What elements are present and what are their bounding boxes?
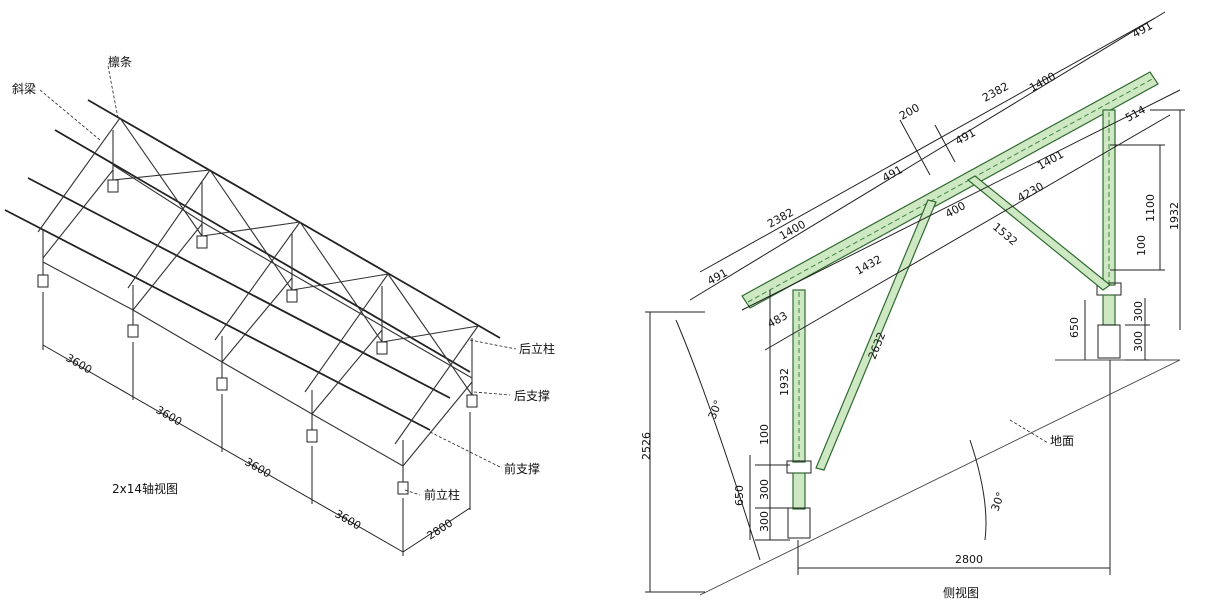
side-rear-brace: [966, 175, 1111, 291]
rear-posts: [112, 130, 473, 395]
dim-491-mid: 491: [953, 126, 978, 148]
dim-top-491: 491: [1130, 19, 1155, 41]
dim-514: 514: [1123, 103, 1148, 125]
isometric-view: 檩条 斜梁 后立柱 后支撑 前支撑 前立柱 3600 3600 3600 360…: [4, 54, 555, 556]
dim-100-right: 100: [1135, 235, 1148, 256]
dim-100-left: 100: [758, 424, 771, 445]
dim-300-right-a: 300: [1132, 301, 1145, 322]
dim-400: 400: [943, 199, 968, 221]
dim-span-2: 3600: [154, 403, 185, 428]
dim-1932-right: 1932: [1168, 202, 1181, 230]
purlin-4: [4, 209, 431, 431]
dim-491-mid2: 491: [880, 163, 905, 185]
side-rear-foundation: [1097, 324, 1121, 359]
dim-1100: 1100: [1144, 194, 1157, 222]
dim-1401: 1401: [1035, 148, 1066, 173]
label-front-brace: 前支撑: [504, 461, 540, 476]
slant-beam-rail: [741, 71, 1159, 309]
dim-span-3: 3600: [243, 455, 274, 480]
dim-300-left-b: 300: [758, 511, 771, 532]
purlin-3: [27, 177, 451, 399]
dim-depth: 2800: [425, 516, 456, 542]
slant-beams: [37, 117, 479, 445]
dim-650-right: 650: [1068, 317, 1081, 338]
purlin-1: [87, 99, 501, 339]
dim-2632: 2632: [866, 330, 889, 361]
angle-arc-left: [675, 319, 761, 561]
ground-label: 地面: [1050, 434, 1074, 448]
cross-bracing: [42, 117, 479, 467]
front-post-feet: [37, 274, 409, 495]
iso-caption: 2x14轴视图: [112, 481, 178, 496]
dim-span-4: 3600: [333, 507, 364, 532]
label-front-post: 前立柱: [424, 487, 460, 502]
iso-dimension-lines: [42, 292, 471, 556]
dim-4230: 4230: [1015, 180, 1046, 205]
angle-arc-right: [969, 439, 987, 541]
dim-span-1: 3600: [64, 351, 95, 376]
dim-1432: 1432: [853, 253, 884, 278]
dim-2526: 2526: [640, 432, 653, 460]
angle-left-label: 30°: [706, 398, 725, 421]
side-front-foundation: [787, 507, 811, 539]
label-purlin: 檩条: [108, 54, 132, 69]
dim-300-left-a: 300: [758, 479, 771, 500]
front-posts: [42, 230, 404, 482]
label-rear-post: 后立柱: [519, 341, 555, 356]
dim-200: 200: [897, 101, 922, 123]
dim-491-low: 491: [705, 266, 730, 288]
dim-483: 483: [765, 309, 790, 331]
dim-300-right-b: 300: [1132, 331, 1145, 352]
angle-right-label: 30°: [989, 490, 1008, 513]
iso-leaders: [39, 65, 517, 496]
side-front-brace: [815, 199, 937, 471]
side-view: 地面 491 2382 1400 200 491 514 1401 4230 4…: [640, 11, 1185, 600]
purlin-2: [54, 129, 471, 373]
dim-2800: 2800: [955, 553, 983, 566]
label-slant-beam: 斜梁: [12, 81, 36, 96]
side-dim-lines: [645, 11, 1185, 593]
dim-1532: 1532: [990, 220, 1020, 248]
ground-line: [699, 359, 1181, 596]
dim-1400-top: 1400: [1027, 70, 1058, 95]
dim-650-left: 650: [733, 485, 746, 506]
dim-1932-left: 1932: [778, 368, 791, 396]
side-caption: 侧视图: [943, 585, 979, 600]
label-rear-brace: 后支撑: [514, 388, 550, 403]
